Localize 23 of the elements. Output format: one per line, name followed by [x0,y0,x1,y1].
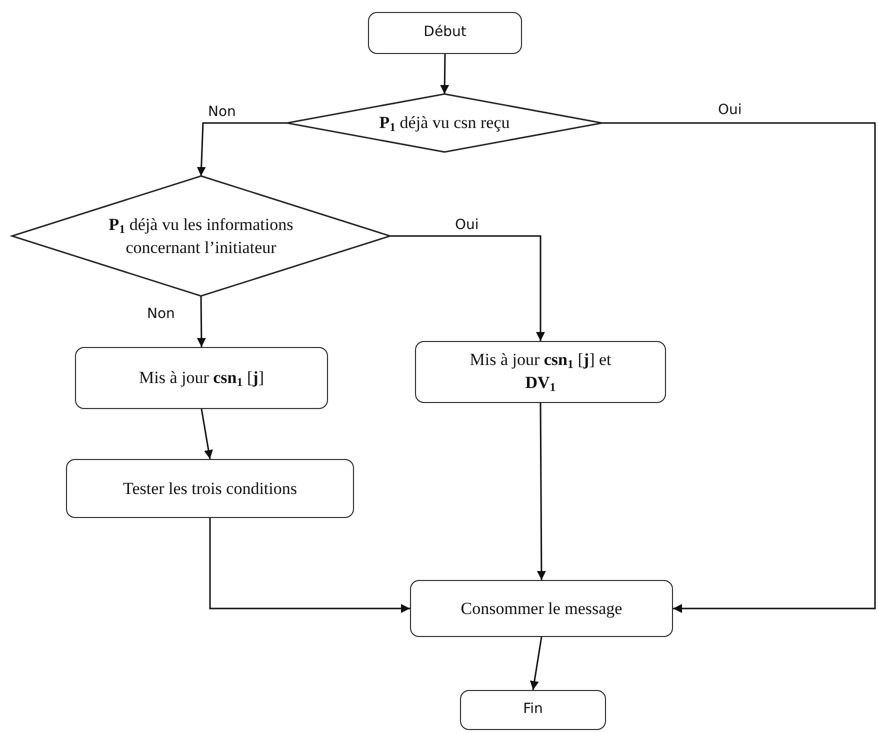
arrow [440,54,450,94]
arrow [196,296,206,347]
arrow [602,122,876,613]
decision-text: P$_{1}$ déjà vu les informations concernant l’initiateur [108,214,294,258]
arrow [536,403,546,580]
process-box [75,347,328,409]
process-box [66,459,354,518]
process-box [415,341,666,403]
arrow [209,518,410,613]
step-text: Consommer le message [460,598,622,620]
arrow [200,408,213,460]
step-text: Mis à jour csn$_{1}$ [j] et DV$_{1}$ [468,349,612,395]
process-box [410,580,673,637]
step-text: Début [424,24,466,42]
step-text: Fin [523,701,543,719]
process-box [460,690,606,730]
process-box [368,12,522,54]
decision-text: P$_{1}$ déjà vu csn reçu [379,112,510,134]
step-text: Mis à jour csn$_{1}$ [j] [139,366,264,390]
arrow [196,122,287,176]
step-text: Tester les trois conditions [123,478,297,500]
arrow [390,235,545,341]
arrow [530,636,542,690]
